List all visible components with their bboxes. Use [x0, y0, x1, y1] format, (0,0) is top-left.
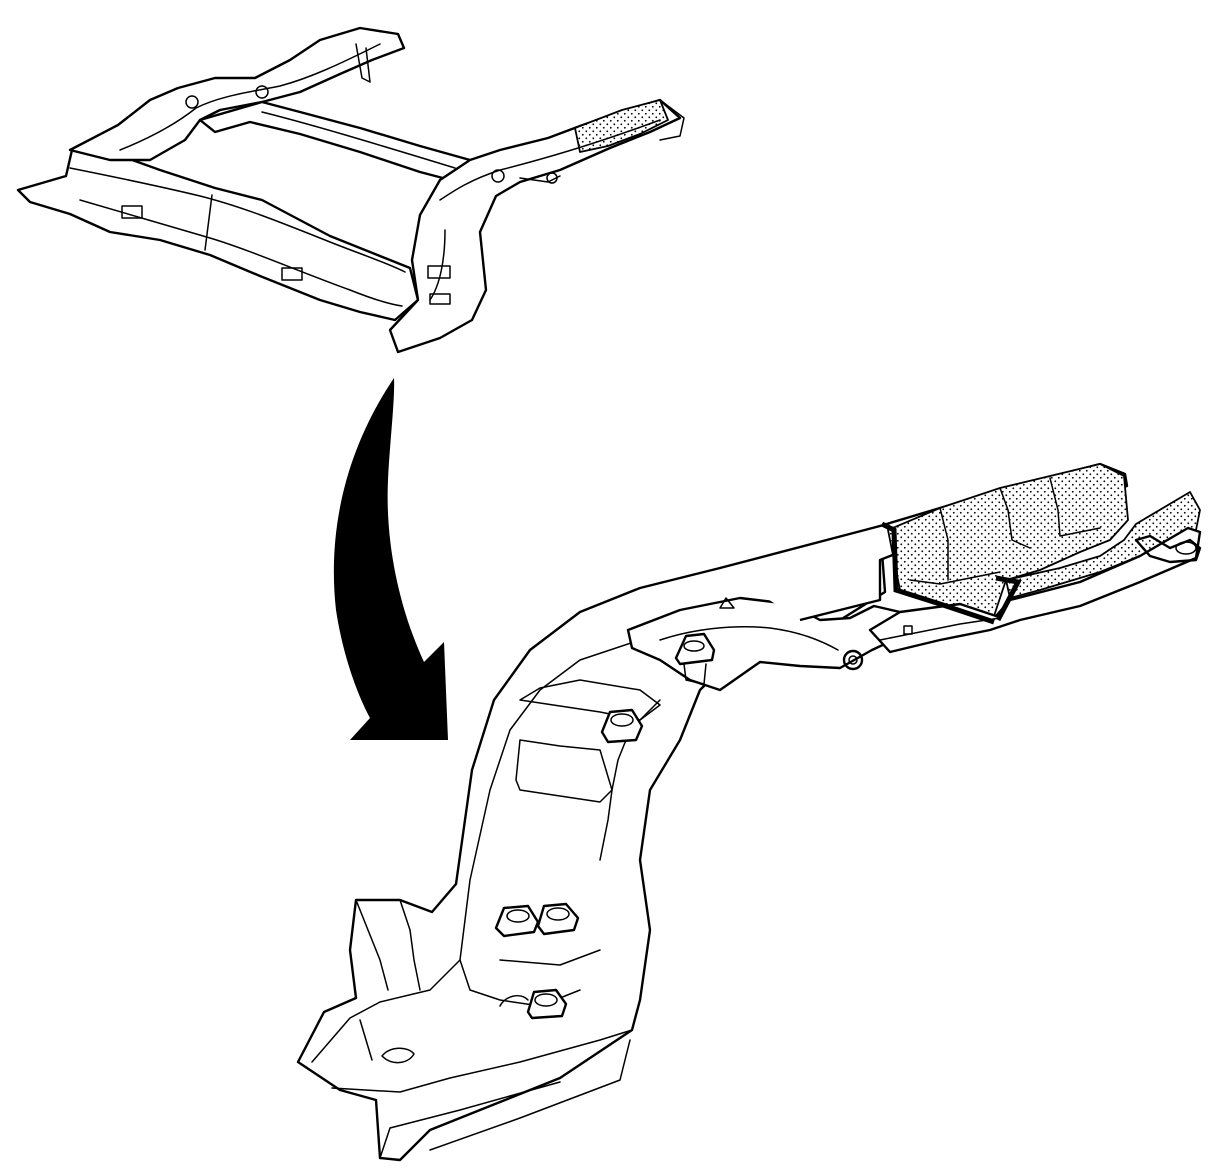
body-mount-lower-right	[536, 902, 580, 936]
body-mount-middle	[600, 708, 644, 744]
body-mount-lower-left	[494, 904, 540, 938]
direction-arrow	[333, 378, 448, 740]
rear-crossmember	[198, 100, 472, 184]
right-rail	[388, 98, 682, 354]
cut-line-inner	[995, 575, 1022, 622]
cut-line-outer	[880, 521, 995, 625]
overview-highlighted-section	[574, 99, 669, 153]
front-side-rail	[16, 148, 420, 322]
body-mount-upper	[674, 632, 716, 685]
frame-overview	[16, 26, 685, 354]
detail-inner-rail	[868, 526, 1202, 654]
body-mount-bottom	[499, 988, 568, 1020]
frame-detail	[296, 462, 1202, 1162]
